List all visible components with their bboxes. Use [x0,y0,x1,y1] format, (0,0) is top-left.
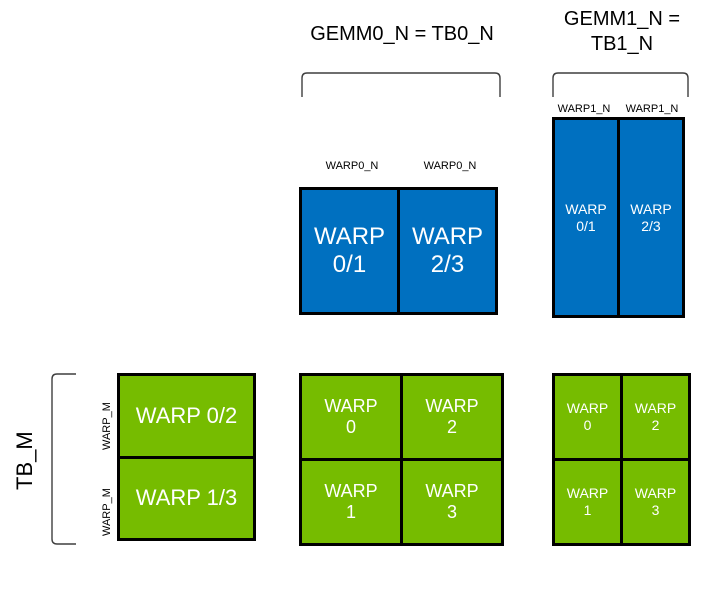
warp1n-tick-label-left: WARP1_N [557,103,611,115]
green-small-cell-warp-3-label: WARP 3 [634,485,677,518]
warp1n-tick-label-right: WARP1_N [625,103,679,115]
green-grid-cell-warp-0[interactable]: WARP 0 [299,373,403,461]
blue-cell-warp-2-3[interactable]: WARP 2/3 [397,187,498,315]
warp0n-tick-label-left: WARP0_N [325,160,379,172]
green-small-cell-warp-0[interactable]: WARP 0 [552,373,623,461]
green-small-cell-warp-0-label: WARP 0 [566,400,609,433]
gemm1-title: GEMM1_N = TB1_N [563,8,681,55]
gemm0-title: GEMM0_N = TB0_N [310,23,494,45]
blue-cell-warp-0-1[interactable]: WARP 0/1 [299,187,400,315]
blue-tall-cell-warp-2-3[interactable]: WARP 2/3 [617,117,685,318]
gemm0-bracket-icon [301,72,501,97]
green-grid-cell-warp-3-label: WARP 3 [425,481,479,522]
blue-cell-warp-0-1-label: WARP 0/1 [313,223,386,278]
green-grid-cell-warp-2[interactable]: WARP 2 [400,373,504,461]
bottom-right-green-block: WARP 0 WARP 2 WARP 1 WARP 3 [552,373,691,546]
green-grid-cell-warp-2-label: WARP 2 [425,396,479,437]
blue-tall-cell-warp-2-3-label: WARP 2/3 [630,200,672,234]
blue-tall-cell-warp-0-1-label: WARP 0/1 [565,200,607,234]
tb-m-axis-label: TB_M [12,431,37,490]
blue-cell-warp-2-3-label: WARP 2/3 [411,223,484,278]
green-small-cell-warp-2-label: WARP 2 [634,400,677,433]
gemm0-blue-block: WARP 0/1 WARP 2/3 [299,187,501,315]
green-small-cell-warp-2[interactable]: WARP 2 [620,373,691,461]
warp0n-tick-label-right: WARP0_N [423,160,477,172]
green-small-cell-warp-1[interactable]: WARP 1 [552,458,623,546]
tb-m-bracket-icon [51,373,76,545]
bottom-left-green-block: WARP 0/2 WARP 1/3 [117,373,256,544]
gemm1-blue-block: WARP 0/1 WARP 2/3 [552,117,688,318]
green-small-cell-warp-3[interactable]: WARP 3 [620,458,691,546]
bottom-middle-green-block: WARP 0 WARP 2 WARP 1 WARP 3 [299,373,504,546]
warp-m-tick-label-bottom: WARP_M [101,488,113,536]
blue-tall-cell-warp-0-1[interactable]: WARP 0/1 [552,117,620,318]
green-cell-warp-0-2-label: WARP 0/2 [135,402,238,428]
green-cell-warp-1-3[interactable]: WARP 1/3 [117,455,256,541]
gemm1-bracket-icon [552,72,689,97]
green-grid-cell-warp-3[interactable]: WARP 3 [400,458,504,546]
green-grid-cell-warp-1[interactable]: WARP 1 [299,458,403,546]
green-small-cell-warp-1-label: WARP 1 [566,485,609,518]
green-grid-cell-warp-0-label: WARP 0 [324,396,378,437]
green-cell-warp-1-3-label: WARP 1/3 [135,485,238,511]
green-cell-warp-0-2[interactable]: WARP 0/2 [117,373,256,459]
warp-m-tick-label-top: WARP_M [101,402,113,450]
green-grid-cell-warp-1-label: WARP 1 [324,481,378,522]
